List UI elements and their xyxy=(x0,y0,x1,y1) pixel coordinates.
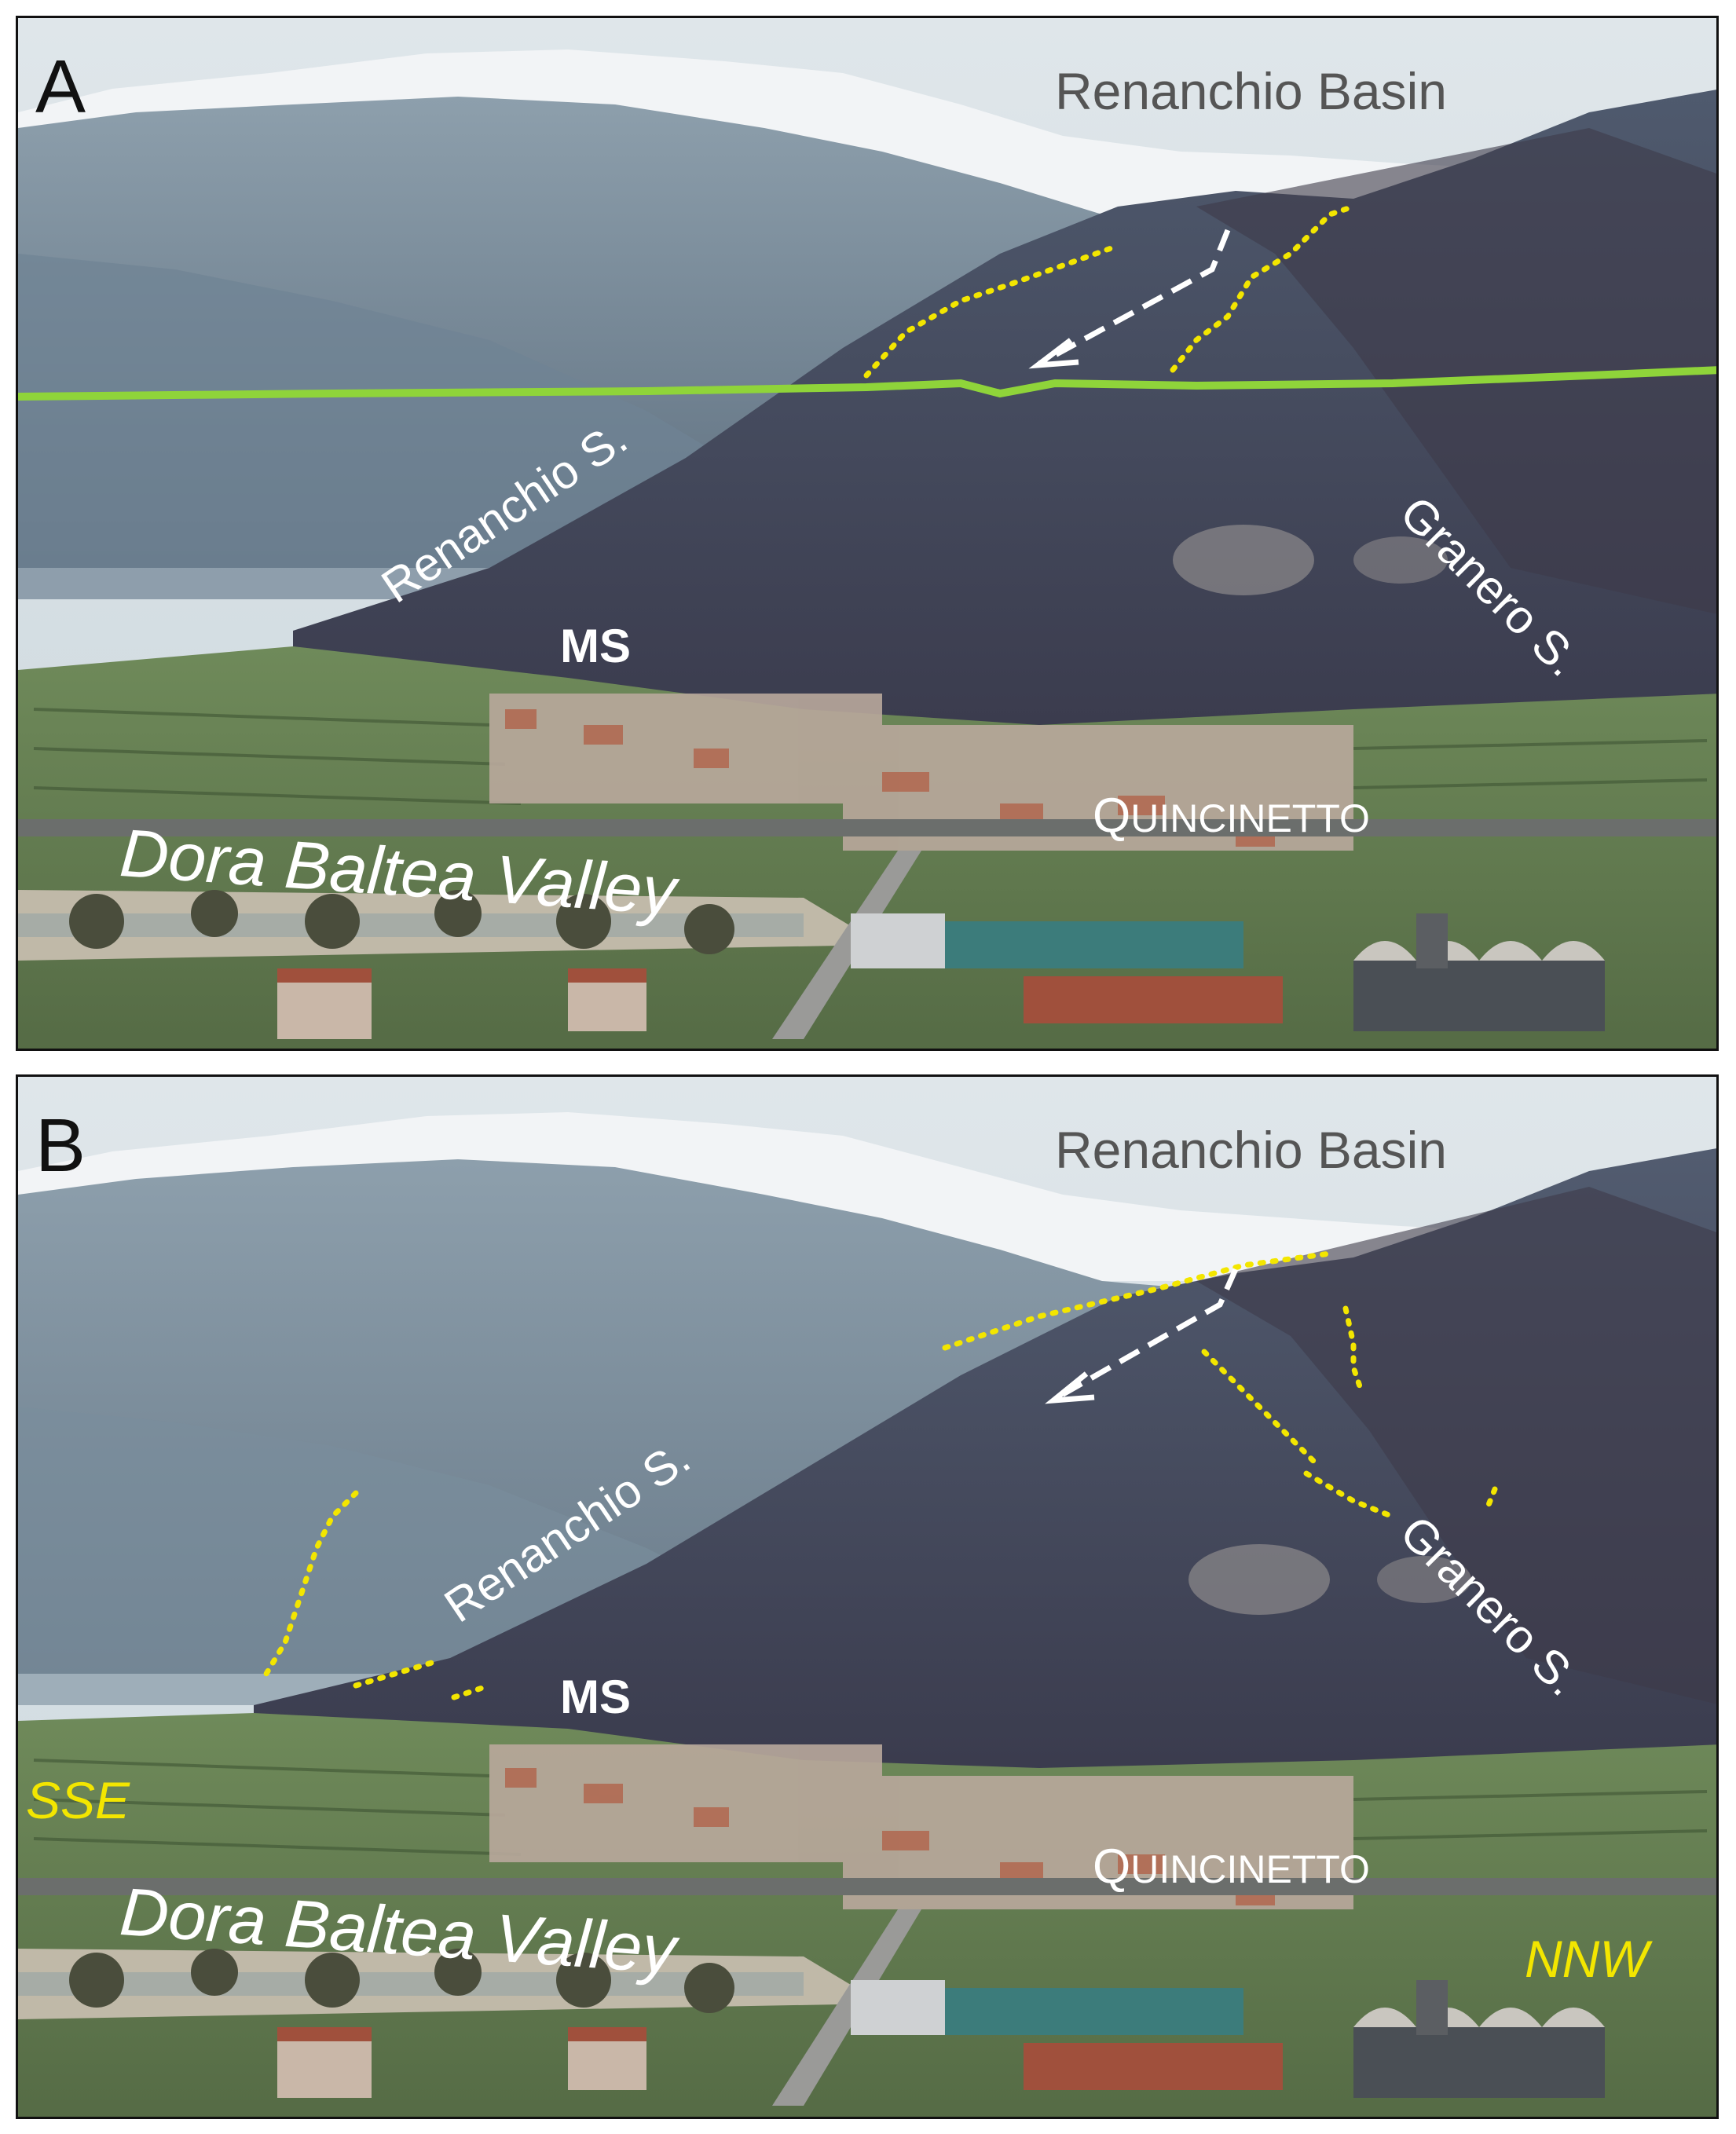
photo-panel-b: B Renanchio Basin Renanchio S. Granero S… xyxy=(16,1074,1719,2119)
dotted-line-right xyxy=(1170,203,1357,373)
boundary-line xyxy=(18,366,1716,401)
dotted-line-left xyxy=(863,243,1121,379)
ms-label: MS xyxy=(560,620,631,672)
dotted-line-granero-end xyxy=(1484,1486,1498,1512)
panel-letter: B xyxy=(35,1104,86,1188)
town-label: QUINCINETTO xyxy=(1093,792,1370,840)
dotted-line-granero-upper xyxy=(1342,1305,1364,1394)
dotted-line-ridge xyxy=(942,1250,1333,1351)
flow-arrow xyxy=(1038,229,1231,367)
dotted-line-renanchio-upper xyxy=(258,1490,359,1685)
landscape-photo-b xyxy=(18,1077,1716,2117)
basin-label: Renanchio Basin xyxy=(1055,1121,1447,1179)
town-rest: UINCINETTO xyxy=(1130,1847,1370,1891)
basin-label: Renanchio Basin xyxy=(1055,62,1447,120)
dotted-line-renanchio-lower xyxy=(353,1659,438,1689)
photo-panel-a: A Renanchio Basin Renanchio S. Granero S… xyxy=(16,16,1719,1051)
landscape-photo-a xyxy=(18,18,1716,1049)
town-label: QUINCINETTO xyxy=(1093,1843,1370,1891)
panel-letter: A xyxy=(35,45,86,129)
town-rest: UINCINETTO xyxy=(1130,796,1370,840)
direction-label-sse: SSE xyxy=(26,1771,130,1829)
town-initial: Q xyxy=(1093,1839,1131,1894)
dotted-line-granero-lower xyxy=(1303,1470,1396,1520)
flow-arrow xyxy=(1053,1268,1239,1402)
town-initial: Q xyxy=(1093,789,1131,843)
dotted-line-granero-mid xyxy=(1201,1349,1317,1465)
direction-label-nnw: NNW xyxy=(1525,1930,1649,1988)
ms-label: MS xyxy=(560,1671,631,1723)
